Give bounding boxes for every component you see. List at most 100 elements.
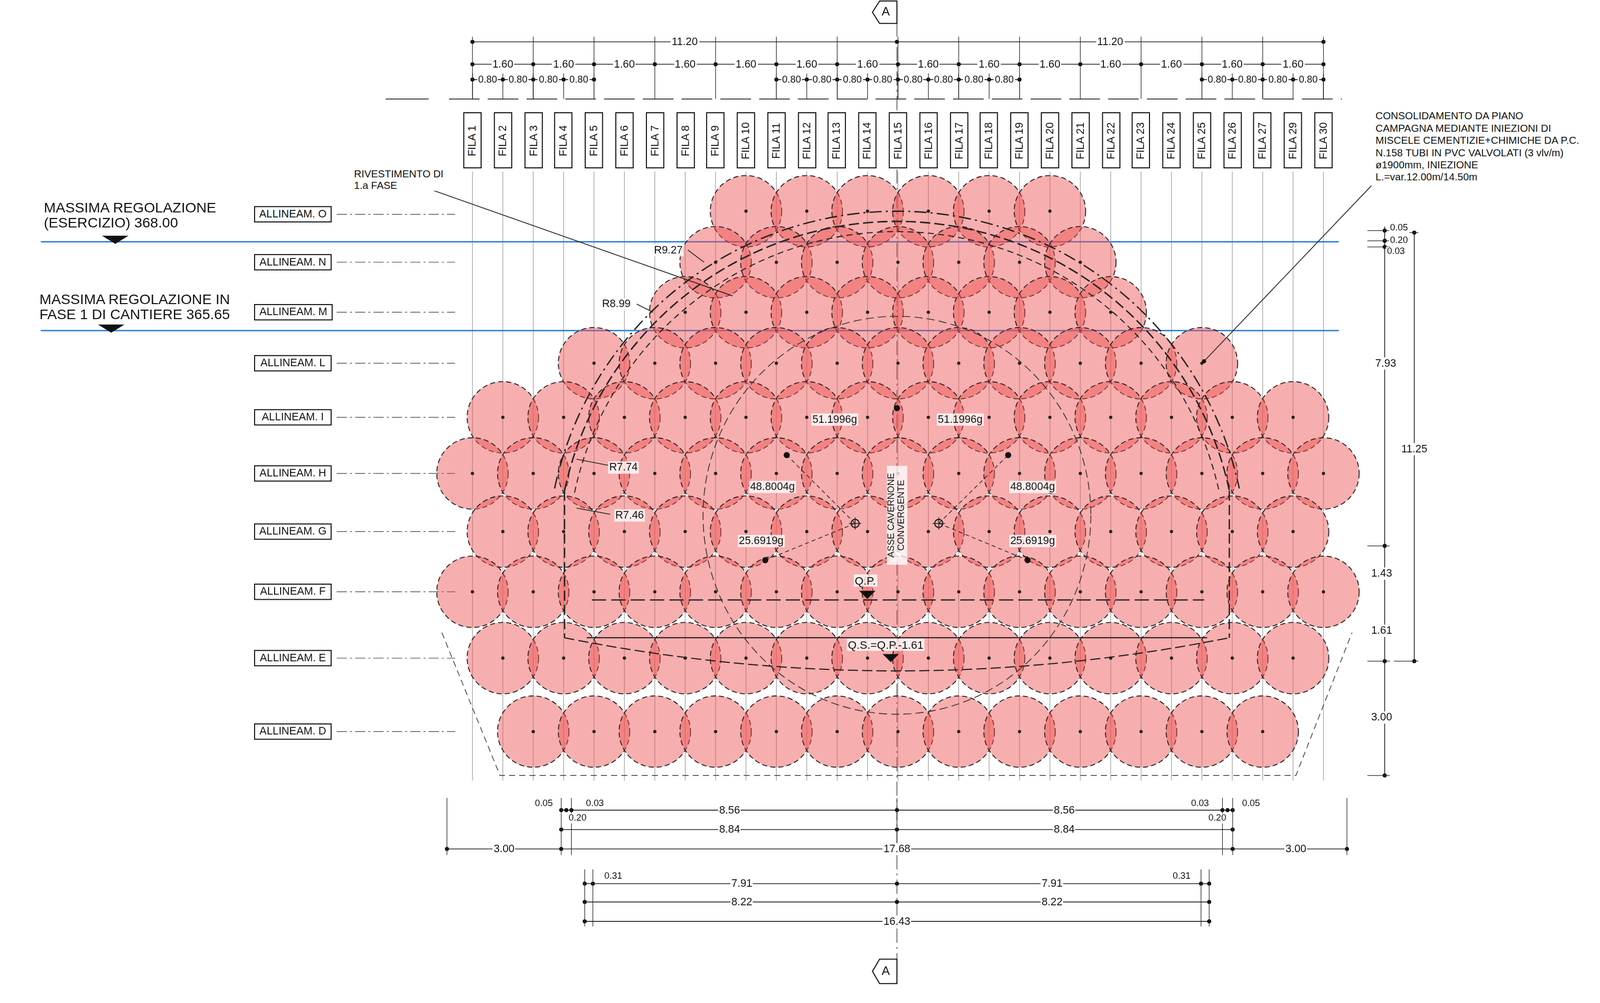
alignment-tag: ALLINEAM. N (254, 254, 332, 271)
grout-column (497, 696, 570, 768)
column-name: FILA 19 (1013, 121, 1026, 159)
injection-point (1230, 656, 1235, 660)
radius-line (938, 454, 1008, 524)
alignment-name: ALLINEAM. F (260, 585, 326, 598)
dim-dot (894, 39, 899, 44)
note: RIVESTIMENTO DI 1.a FASE (353, 168, 449, 191)
dimension: 8.56 (1052, 804, 1076, 817)
dimension: 11.20 (670, 36, 699, 49)
dimension: 1.60 (1220, 58, 1244, 71)
dimension: 0.80 (841, 74, 863, 85)
injection-point (774, 730, 779, 734)
column-tag: FILA 15 (888, 112, 908, 169)
column-tag: FILA 20 (1040, 112, 1060, 169)
alignment-name: ALLINEAM. L (260, 357, 326, 370)
column-tag: FILA 29 (1283, 112, 1303, 169)
column-name: FILA 26 (1226, 121, 1239, 159)
column-name: FILA 25 (1196, 121, 1209, 159)
alignment-tag: ALLINEAM. L (254, 355, 332, 372)
injection-point (652, 590, 657, 594)
alignment-tag: ALLINEAM. F (254, 583, 332, 601)
injection-point (835, 361, 839, 366)
injection-point (835, 730, 839, 734)
injection-point (1108, 530, 1113, 534)
extension-line (446, 798, 447, 856)
injection-point (896, 361, 900, 366)
extension-line (1346, 798, 1347, 856)
row-guide (336, 416, 455, 418)
radius-line (786, 454, 855, 524)
extension-line (533, 36, 534, 99)
dim-dot (894, 899, 899, 904)
column-tag: FILA 11 (767, 112, 786, 169)
injection-point (926, 209, 931, 213)
extension-line (1201, 36, 1203, 99)
alignment-tag: ALLINEAM. I (254, 409, 332, 426)
grout-column (1105, 696, 1178, 768)
leader-line (428, 188, 733, 297)
injection-point (1017, 730, 1022, 734)
dimension: 0.80 (902, 74, 924, 85)
alignment-name: ALLINEAM. H (259, 467, 327, 480)
grout-column (1166, 696, 1238, 768)
injection-point (714, 730, 718, 734)
extension-line (715, 36, 716, 99)
extension-line (1232, 798, 1233, 856)
dimension: 11.25 (1400, 442, 1429, 455)
injection-point (744, 530, 748, 534)
column-tag: FILA 2 (493, 112, 513, 169)
section-letter: A (880, 964, 891, 979)
grout-column (983, 696, 1056, 768)
row-guide (336, 262, 455, 263)
radius-label: R9.27 (652, 244, 684, 257)
column-name: FILA 6 (618, 124, 631, 156)
column-name: FILA 17 (953, 121, 966, 159)
injection-point (805, 310, 809, 315)
injection-point (926, 530, 931, 534)
injection-point (865, 310, 870, 315)
injection-point (957, 361, 961, 366)
dimension: 0.80 (781, 74, 803, 85)
injection-point (774, 260, 779, 265)
injection-point (714, 361, 718, 366)
alignment-name: ALLINEAM. E (259, 652, 326, 665)
dimension: 8.84 (718, 823, 742, 836)
grout-column (1196, 622, 1269, 695)
leader-line (1204, 185, 1372, 362)
injection-point (683, 310, 688, 315)
grout-column (1044, 556, 1117, 628)
injection-point (835, 260, 839, 265)
leader-lines (428, 185, 1372, 515)
grout-column (1227, 696, 1299, 768)
row-guide (336, 657, 455, 659)
alignment-tag: ALLINEAM. D (254, 723, 332, 741)
ref-line (448, 98, 1342, 100)
leader-line (576, 459, 609, 466)
column-tag: FILA 23 (1131, 112, 1151, 169)
injection-point (774, 361, 779, 366)
dimension: 1.43 (1369, 567, 1394, 580)
column-tag: FILA 6 (615, 112, 634, 169)
column-name: FILA 3 (527, 124, 540, 156)
extension-line (1394, 660, 1419, 662)
alignment-name: ALLINEAM. M (259, 306, 328, 319)
injection-point (1139, 730, 1144, 734)
extension-line (897, 36, 898, 99)
injection-point (957, 472, 961, 476)
level-triangle (102, 235, 129, 244)
grout-column (801, 696, 873, 768)
leader-line (687, 250, 705, 263)
grout-column (679, 696, 752, 768)
injection-point (622, 530, 627, 534)
injection-point (1321, 472, 1326, 476)
injection-point (926, 310, 931, 315)
dimension: 0.03 (1190, 799, 1211, 810)
column-tag: FILA 26 (1223, 112, 1242, 169)
dimension: 8.84 (1052, 823, 1076, 836)
extension-line (1262, 73, 1263, 100)
dim-dot (762, 557, 769, 564)
row-guide (336, 311, 455, 313)
injection-point (744, 656, 748, 660)
column-tag: FILA 7 (645, 112, 664, 169)
injection-point (1139, 472, 1144, 476)
